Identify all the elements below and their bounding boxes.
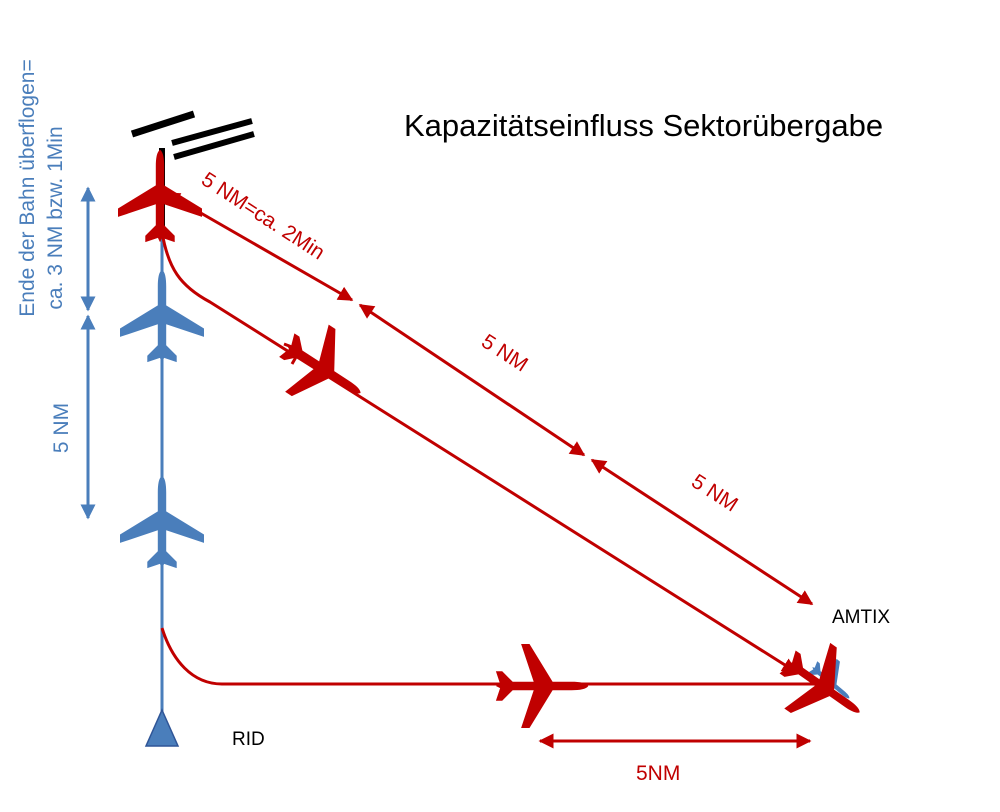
airplane-icon — [118, 149, 202, 243]
blue-spacing-label: 5 NM — [50, 403, 73, 453]
airplane-icon — [764, 629, 883, 746]
airplane-icon — [264, 311, 383, 427]
waypoint-triangle-icon — [144, 708, 180, 747]
red-route-lower — [160, 627, 816, 686]
runway-label-sub: ca. 3 NM bzw. 1Min — [44, 126, 67, 309]
runway-icon — [130, 110, 255, 232]
bottom-spacing-label: 5NM — [636, 762, 680, 785]
red-route-diagonal — [160, 231, 798, 674]
waypoint-amtix-label: AMTIX — [832, 607, 890, 628]
dimension-arrow-red-3 — [590, 458, 814, 606]
red-third-label: 5 NM — [687, 470, 742, 517]
dimension-arrow-red-2 — [358, 303, 586, 457]
waypoint-rid-label: RID — [232, 729, 265, 750]
airplane-icon — [120, 269, 204, 363]
airplane-icon — [495, 644, 589, 728]
red-second-label: 5 NM — [477, 330, 532, 377]
diagram-title: Kapazitätseinfluss Sektorübergabe — [404, 108, 883, 143]
runway-label-main: Ende der Bahn überflogen= — [16, 59, 39, 316]
airplane-icon — [120, 475, 204, 569]
